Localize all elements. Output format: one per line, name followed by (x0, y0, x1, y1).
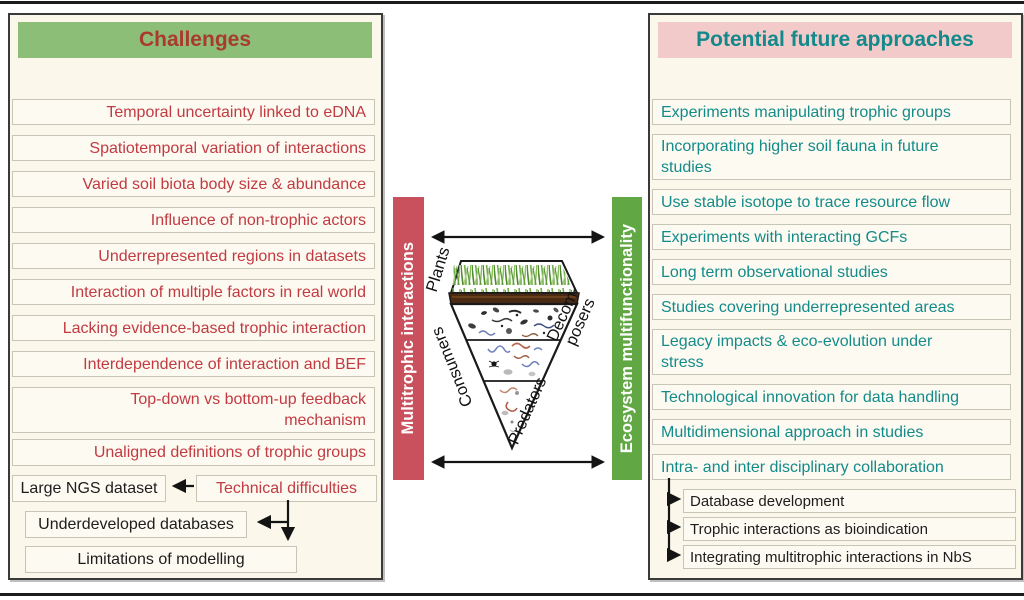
figure-bottom-border (0, 593, 1024, 596)
challenge-item: Spatiotemporal variation of interactions (12, 135, 375, 161)
approach-item: Technological innovation for data handli… (652, 384, 1011, 410)
challenge-item: Temporal uncertainty linked to eDNA (12, 99, 375, 125)
future-approaches-panel: Potential future approaches Experiments … (648, 13, 1023, 580)
sub-item-database-development: Database development (683, 489, 1016, 513)
approach-item: Incorporating higher soil fauna in futur… (652, 134, 1011, 180)
challenge-item: Top-down vs bottom-up feedback mechanism (12, 387, 375, 433)
sub-item-multitrophic-nbs: Integrating multitrophic interactions in… (683, 545, 1016, 569)
challenges-panel: Challenges Temporal uncertainty linked t… (8, 13, 383, 580)
ecosystem-multifunctionality-bar: Ecosystem multifunctionality (612, 197, 642, 480)
challenge-item: Varied soil biota body size & abundance (12, 171, 375, 197)
flow-box-limitations-of-modelling: Limitations of modelling (25, 546, 297, 573)
future-approaches-title: Potential future approaches (658, 22, 1012, 58)
challenge-item: Underrepresented regions in datasets (12, 243, 375, 269)
plants-label: Plants (423, 245, 454, 294)
challenge-item: Unaligned definitions of trophic groups (12, 439, 375, 466)
approach-item: Studies covering underrepresented areas (652, 294, 1011, 320)
flow-box-underdeveloped-databases: Underdeveloped databases (25, 511, 247, 538)
approach-item: Multidimensional approach in studies (652, 419, 1011, 445)
challenge-item: Influence of non-trophic actors (12, 207, 375, 233)
challenges-title: Challenges (18, 22, 372, 58)
flow-box-technical-difficulties: Technical difficulties (196, 475, 377, 502)
sub-item-trophic-bioindication: Trophic interactions as bioindication (683, 517, 1016, 541)
predators-band (499, 387, 519, 433)
microbes-band (468, 307, 559, 338)
approach-item: Experiments with interacting GCFs (652, 224, 1011, 250)
challenge-item: Interaction of multiple factors in real … (12, 279, 375, 305)
approach-item: Experiments manipulating trophic groups (652, 99, 1011, 125)
approach-item: Long term observational studies (652, 259, 1011, 285)
flow-box-large-ngs: Large NGS dataset (12, 475, 166, 502)
soil-food-web-pyramid: Plants Consumers Decom- posers Predators (423, 230, 606, 469)
mesofauna-band (487, 342, 543, 377)
figure-top-border (0, 1, 1024, 4)
approach-item: Use stable isotope to trace resource flo… (652, 189, 1011, 215)
multitrophic-interactions-bar: Multitrophic interactions (393, 197, 424, 480)
grass (452, 265, 575, 292)
approach-item: Legacy impacts & eco-evolution under str… (652, 329, 1011, 375)
challenge-item: Lacking evidence-based trophic interacti… (12, 315, 375, 341)
approach-item: Intra- and inter disciplinary collaborat… (652, 454, 1011, 480)
challenge-item: Interdependence of interaction and BEF (12, 351, 375, 377)
